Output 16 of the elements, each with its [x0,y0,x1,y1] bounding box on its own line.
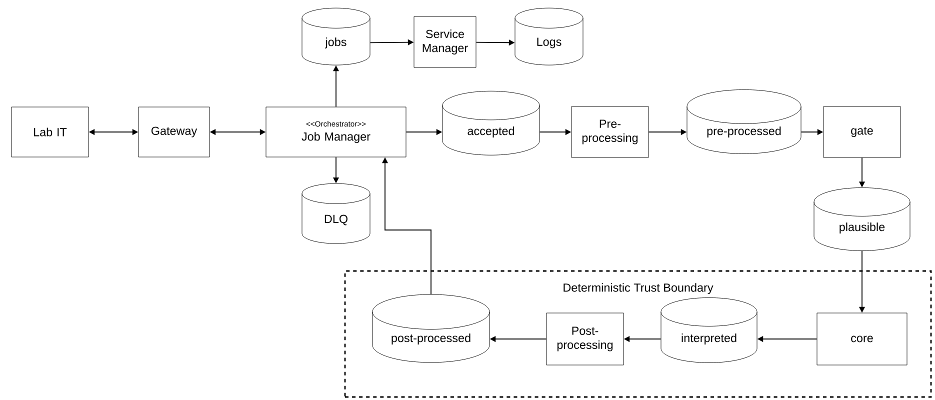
database-cylinder: plausible [814,187,910,251]
process-box: Lab IT [11,106,89,158]
process-box: Service Manager [414,16,476,68]
process-box: gate [823,106,901,158]
database-cylinder: jobs [302,8,370,66]
process-box: core [816,312,908,366]
database-cylinder: pre-processed [686,89,802,154]
process-box: Gateway [138,106,210,158]
database-cylinder: post-processed [372,294,490,363]
database-cylinder: accepted [442,90,540,156]
database-cylinder: Logs [514,8,584,66]
database-cylinder: interpreted [660,297,758,363]
process-box: Post-processing [546,312,624,366]
boundary-title: Deterministic Trust Boundary [564,283,714,294]
process-box: Pre-processing [571,106,649,158]
database-cylinder: DLQ [302,183,370,244]
